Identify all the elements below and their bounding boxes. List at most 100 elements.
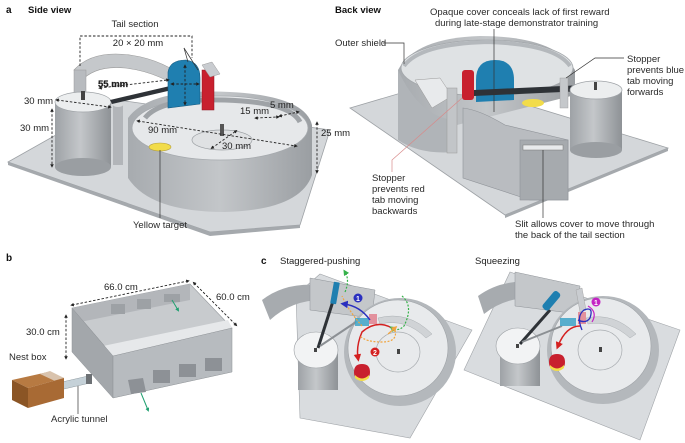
stopper-blue-label-4: forwards xyxy=(627,87,664,98)
support-post xyxy=(113,105,123,165)
orange-path-lower xyxy=(359,329,397,343)
step1-label: 1 xyxy=(356,296,360,303)
squeezing-step1-badge xyxy=(591,297,601,307)
stopper-blue-label-3: tab moving xyxy=(627,76,673,87)
step1-badge xyxy=(353,293,363,303)
front-window-3 xyxy=(179,364,196,377)
panel-a-letter: a xyxy=(6,5,12,16)
staggered-blue-tab-upper xyxy=(330,281,340,305)
left-cylinder-body xyxy=(55,102,111,167)
squeezing-loop-blue xyxy=(577,308,592,331)
green-arrow-up xyxy=(343,269,350,293)
stopper-red-label-4: backwards xyxy=(372,206,418,217)
tail-section-bracket xyxy=(79,35,193,66)
yellow-target xyxy=(148,142,172,152)
gap-15-dim xyxy=(254,115,280,120)
slit-label-2: the back of the tail section xyxy=(515,230,625,241)
opaque-blue-cover xyxy=(476,60,514,102)
squeezing-inner-arc xyxy=(585,316,637,339)
base-plate-edge xyxy=(8,162,300,236)
squeezing-reward-token xyxy=(549,354,565,370)
tail-section-label: Tail section xyxy=(112,19,159,30)
front-window-4 xyxy=(205,358,222,371)
stopper-blue-label-2: prevents blue xyxy=(627,65,684,76)
tail-size-leader-2 xyxy=(183,47,199,71)
back-right-cylinder-bottom xyxy=(570,142,622,158)
squeezing-center-pin xyxy=(599,347,602,352)
cyl-diameter-dim xyxy=(55,98,112,109)
squeezing-red-tab-ghost xyxy=(578,312,586,324)
squeezing-blue-tab-upper xyxy=(542,290,561,311)
back-yellow-target xyxy=(522,99,544,107)
back-right-cylinder-pin xyxy=(594,82,597,90)
gap-15-label: 15 mm xyxy=(240,106,269,117)
stopper-blue-leader xyxy=(565,57,624,79)
panel-a-side-view: a Side view Tail section 20 xyxy=(6,5,350,236)
outer-shield-rim xyxy=(402,39,572,68)
panel-b-letter: b xyxy=(6,253,12,264)
arena-diameter-dim xyxy=(136,119,298,148)
step2-label: 2 xyxy=(373,350,377,357)
staggered-outer-curve xyxy=(262,284,322,320)
staggered-arm-gray xyxy=(319,321,357,347)
height-label: 30.0 cm xyxy=(26,327,60,338)
staggered-title: Staggered-pushing xyxy=(280,256,360,267)
back-red-tab xyxy=(462,70,474,100)
support-post-top xyxy=(113,103,123,107)
squeezing-title: Squeezing xyxy=(475,256,520,267)
arena-diameter-label: 90 mm xyxy=(148,125,177,136)
inner-window-2 xyxy=(137,299,151,309)
outer-shield-label: Outer shield xyxy=(335,38,386,49)
wall-height-label: 25 mm xyxy=(321,128,350,139)
acrylic-tunnel xyxy=(61,375,91,390)
gap-5-label: 5 mm xyxy=(270,100,294,111)
side-view-title: Side view xyxy=(28,5,72,16)
stopper-red-label-1: Stopper xyxy=(372,173,405,184)
panel-a-back-view: Back view Outer shield xyxy=(335,5,684,241)
panel-c-letter: c xyxy=(261,256,267,267)
front-window-2 xyxy=(153,370,170,383)
back-right-cylinder xyxy=(570,90,622,150)
squeezing-center-circle xyxy=(577,329,623,371)
squeezing-stopper xyxy=(575,287,587,313)
squeezing-blue-tab-lower xyxy=(560,318,576,326)
inner-window-1 xyxy=(111,304,125,314)
staggered-inner-arc xyxy=(377,315,433,339)
squeezing-reward-yellow xyxy=(550,365,564,371)
back-base-plate-edge xyxy=(505,148,668,218)
staggered-reward-token xyxy=(354,364,370,380)
nest-box-label: Nest box xyxy=(9,352,47,363)
tail-size-leader xyxy=(183,47,189,63)
opaque-cover-label-1: Opaque cover conceals lack of first rewa… xyxy=(430,7,610,18)
nest-box-side xyxy=(12,380,28,408)
panel-c-staggered-pushing: c Staggered-pushing 1 2 xyxy=(261,256,473,439)
back-view-title: Back view xyxy=(335,5,382,16)
staggered-blue-tab-lower xyxy=(355,318,369,326)
arena-box-floor xyxy=(103,320,232,356)
center-diameter-label: 30 mm xyxy=(222,141,251,152)
front-exit-arrow xyxy=(140,392,150,412)
outer-shield-leader xyxy=(383,42,405,64)
opaque-cover-label-2: during late-stage demonstrator training xyxy=(435,18,598,29)
red-arrow-step2 xyxy=(353,323,396,362)
staggered-cylinder-pin xyxy=(314,348,317,352)
left-cylinder-pin xyxy=(81,91,85,100)
squeezing-arm-black xyxy=(518,309,552,345)
blue-stopper-post xyxy=(559,77,569,109)
panel-c-squeezing: Squeezing 1 xyxy=(463,256,681,441)
staggered-red-tab-ghost xyxy=(369,314,377,324)
staggered-arm-black xyxy=(316,297,336,349)
squeezing-red-arrow xyxy=(555,325,581,350)
stopper-red-label-3: tab moving xyxy=(372,195,418,206)
front-window-1 xyxy=(128,378,146,394)
outer-shield-front xyxy=(398,70,455,153)
squeezing-loop-magenta xyxy=(587,305,595,323)
length-label: 66.0 cm xyxy=(104,282,138,293)
orange-path-upper xyxy=(341,295,363,327)
red-stopper-post xyxy=(446,87,458,154)
connecting-arm xyxy=(110,86,172,104)
slit-label-1: Slit allows cover to move through xyxy=(515,219,654,230)
cyl-height-label: 30 mm xyxy=(20,123,49,134)
step2-badge xyxy=(370,347,380,357)
